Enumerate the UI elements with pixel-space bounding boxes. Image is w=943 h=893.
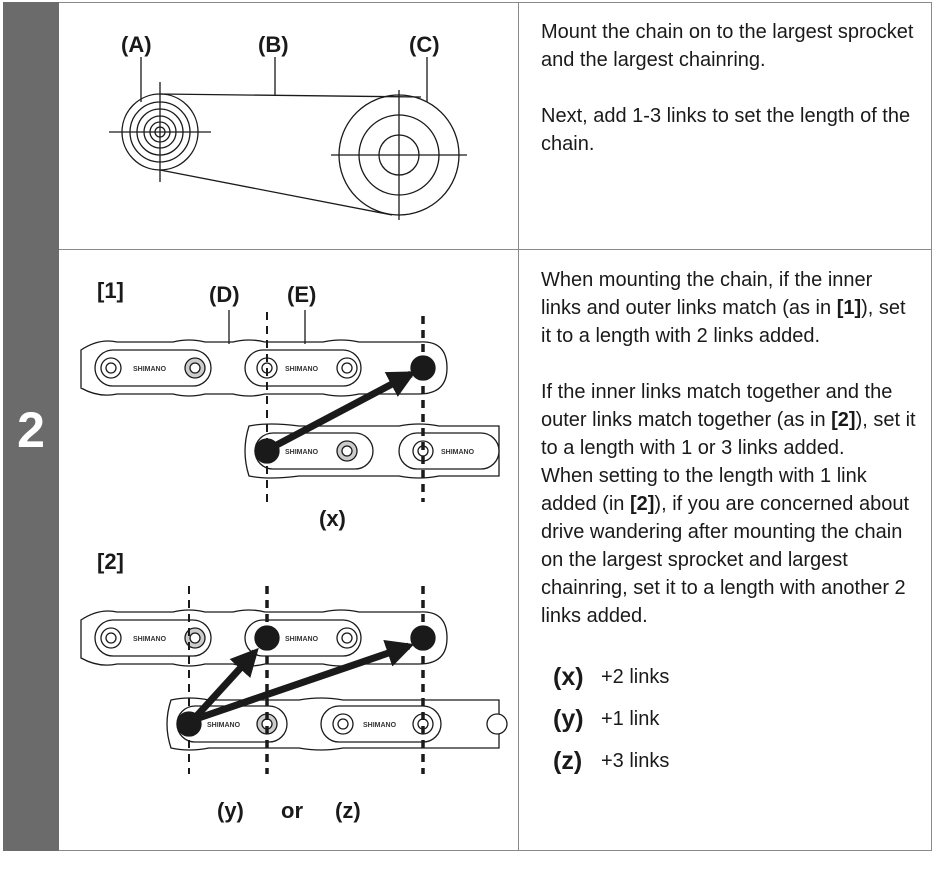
label-a: (A)	[121, 32, 152, 57]
chain-brand-1: SHIMANO	[133, 366, 167, 373]
chain-brand-5: SHIMANO	[133, 636, 167, 643]
label-x: (x)	[319, 506, 346, 531]
legend-key: (y)	[553, 704, 584, 733]
bottom-instructions: When mounting the chain, if the inner li…	[541, 266, 916, 630]
row-divider	[59, 249, 932, 250]
label-c: (C)	[409, 32, 440, 57]
instruction-match-links: When mounting the chain, if the inner li…	[541, 269, 906, 347]
chain-brand-8: SHIMANO	[363, 722, 397, 729]
chain-brand-7: SHIMANO	[207, 722, 241, 729]
label-y: (y)	[217, 798, 244, 823]
legend-key: (x)	[553, 662, 584, 691]
chain-brand-2: SHIMANO	[285, 366, 319, 373]
instruction-add-links: Next, add 1-3 links to set the length of…	[541, 105, 911, 155]
chain-length-diagram: SHIMANO SHIMANO SHIMANO SHIMANO SHIMANO …	[80, 278, 508, 823]
label-e: (E)	[287, 282, 316, 307]
legend-value: +1 link	[601, 707, 660, 730]
instruction-one-link: When setting to the length with 1 link a…	[541, 465, 910, 627]
instruction-inner-outer: If the inner links match together and th…	[541, 381, 916, 459]
step-bar: 2	[3, 2, 59, 851]
chain-brand-6: SHIMANO	[285, 636, 319, 643]
legend-row: (x) +2 links	[553, 656, 669, 698]
legend-value: +3 links	[601, 749, 670, 772]
chain-brand-4: SHIMANO	[441, 449, 475, 456]
legend-key: (z)	[553, 746, 583, 775]
label-z: (z)	[335, 798, 361, 823]
legend-row: (z) +3 links	[553, 740, 669, 782]
top-instructions: Mount the chain on to the largest sprock…	[541, 18, 916, 158]
drivetrain-diagram: (A) (B) (C)	[109, 32, 467, 220]
figure-2-label: [2]	[97, 549, 124, 574]
label-d: (D)	[209, 282, 240, 307]
legend-value: +2 links	[601, 665, 670, 688]
figure-1-label: [1]	[97, 278, 124, 303]
instruction-mount: Mount the chain on to the largest sprock…	[541, 21, 914, 71]
label-or: or	[281, 798, 303, 823]
step-number: 2	[17, 402, 45, 458]
column-divider	[518, 2, 519, 851]
label-b: (B)	[258, 32, 289, 57]
link-legend: (x) +2 links (y) +1 link (z) +3 links	[553, 656, 669, 782]
chain-brand-3: SHIMANO	[285, 449, 319, 456]
legend-row: (y) +1 link	[553, 698, 669, 740]
